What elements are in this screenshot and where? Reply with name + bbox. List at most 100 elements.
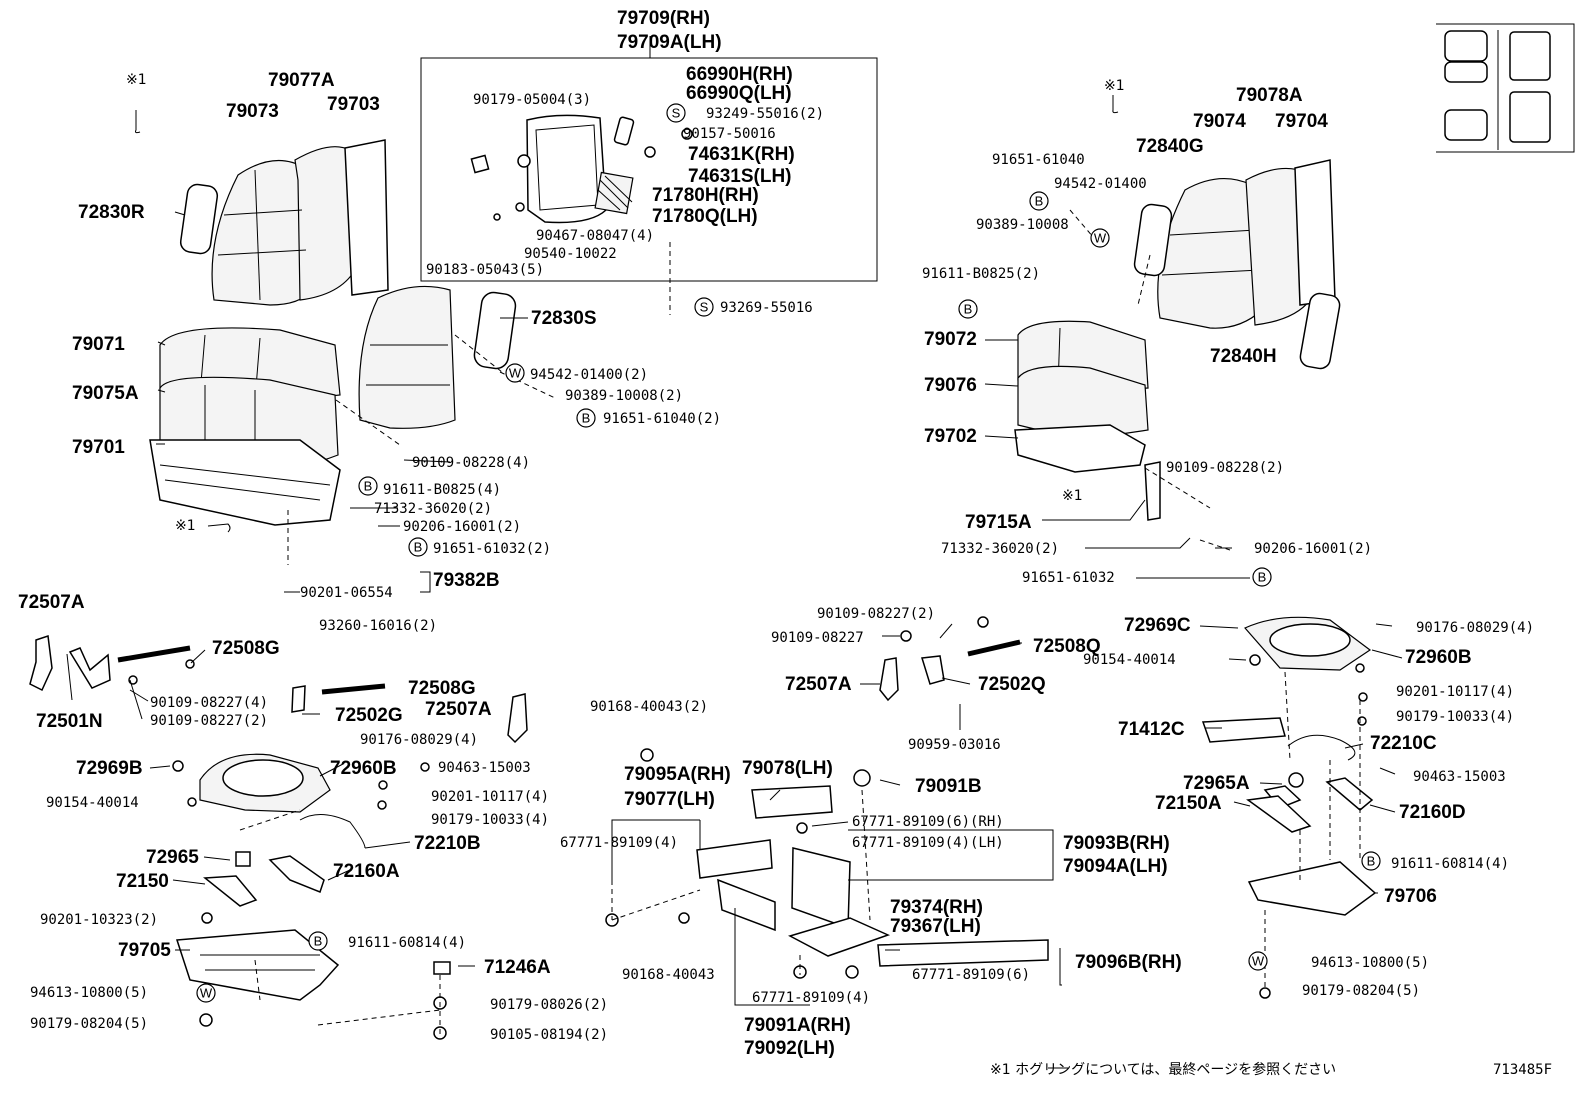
right-seat-cushion-drawing bbox=[1014, 320, 1161, 521]
svg-text:B: B bbox=[1258, 570, 1267, 585]
part-number-label: 90157-50016 bbox=[683, 126, 776, 142]
part-number-label: 79382B bbox=[433, 570, 500, 591]
part-number-label: 90201-10323(2) bbox=[40, 912, 158, 928]
part-number-label: 72501N bbox=[36, 711, 103, 732]
part-number-label: 74631K(RH) bbox=[688, 144, 795, 165]
part-number-label: 72150 bbox=[116, 871, 169, 892]
part-number-label: 72508G bbox=[212, 638, 280, 659]
part-number-label: 67771-89109(4)(LH) bbox=[852, 835, 1004, 851]
part-number-label: 90206-16001(2) bbox=[1254, 541, 1372, 557]
svg-text:W: W bbox=[509, 366, 522, 381]
part-number-label: 90154-40014 bbox=[1083, 652, 1176, 668]
part-number-label: 72965A bbox=[1183, 773, 1250, 794]
hog-ring-marker: ※1 bbox=[126, 72, 147, 88]
part-number-label: 79093B(RH) bbox=[1063, 833, 1170, 854]
part-number-label: 90168-40043 bbox=[622, 967, 715, 983]
part-number-label: 90463-15003 bbox=[438, 760, 531, 776]
part-number-label: 94613-10800(5) bbox=[1311, 955, 1429, 971]
circled-symbol: B bbox=[1252, 567, 1272, 587]
part-number-label: 67771-89109(6) bbox=[912, 967, 1030, 983]
part-number-label: 79072 bbox=[924, 329, 977, 350]
part-number-label: 93269-55016 bbox=[720, 300, 813, 316]
part-number-label: 72960B bbox=[330, 758, 397, 779]
door-pocket-drawing bbox=[470, 114, 693, 224]
vehicle-seat-layout-icon bbox=[1436, 23, 1575, 153]
circled-symbol: B bbox=[308, 931, 328, 951]
part-number-label: 79096B(RH) bbox=[1075, 952, 1182, 973]
part-number-label: 72507A bbox=[18, 592, 85, 613]
part-number-label: 79074 bbox=[1193, 111, 1246, 132]
part-number-label: 90179-10033(4) bbox=[431, 812, 549, 828]
part-number-label: 72160D bbox=[1399, 802, 1466, 823]
svg-text:S: S bbox=[700, 300, 709, 315]
part-number-label: 79077(LH) bbox=[624, 789, 715, 810]
part-number-label: 90105-08194(2) bbox=[490, 1027, 608, 1043]
part-number-label: 72508G bbox=[408, 678, 476, 699]
part-number-label: 79367(LH) bbox=[890, 916, 981, 937]
part-number-label: 79075A bbox=[72, 383, 139, 404]
part-number-label: 90201-06554 bbox=[300, 585, 393, 601]
part-number-label: 91651-61032(2) bbox=[433, 541, 551, 557]
part-number-label: 79077A bbox=[268, 70, 335, 91]
hog-ring-marker: ※1 bbox=[1062, 488, 1083, 504]
part-number-label: 72502G bbox=[335, 705, 403, 726]
part-number-label: 72840H bbox=[1210, 346, 1277, 367]
part-number-label: 94542-01400(2) bbox=[530, 367, 648, 383]
part-number-label: 72507A bbox=[785, 674, 852, 695]
part-number-label: 79703 bbox=[327, 94, 380, 115]
part-number-label: 91611-60814(4) bbox=[1391, 856, 1509, 872]
part-number-label: 71332-36020(2) bbox=[941, 541, 1059, 557]
left-seat-backrest-rear-drawing bbox=[358, 285, 517, 429]
part-number-label: 90168-40043(2) bbox=[590, 699, 708, 715]
part-number-label: 90109-08227(2) bbox=[817, 606, 935, 622]
part-number-label: 72969B bbox=[76, 758, 143, 779]
part-number-label: 79071 bbox=[72, 334, 125, 355]
hog-ring-marker: ※1 bbox=[175, 518, 196, 534]
part-number-label: 79076 bbox=[924, 375, 977, 396]
circled-symbol: B bbox=[958, 299, 978, 319]
part-number-label: 90179-08204(5) bbox=[1302, 983, 1420, 999]
part-number-label: 79374(RH) bbox=[890, 897, 983, 918]
diagram-id-code: 713485F bbox=[1493, 1062, 1552, 1078]
part-number-label: 91651-61032 bbox=[1022, 570, 1115, 586]
circled-symbol: W bbox=[505, 363, 525, 383]
part-number-label: 90540-10022 bbox=[524, 246, 617, 262]
part-number-label: 79706 bbox=[1384, 886, 1437, 907]
part-number-label: 90176-08029(4) bbox=[1416, 620, 1534, 636]
part-number-label: 72969C bbox=[1124, 615, 1191, 636]
part-number-label: 66990Q(LH) bbox=[686, 83, 792, 104]
part-number-label: 90183-05043(5) bbox=[426, 262, 544, 278]
part-number-label: 90109-08228(2) bbox=[1166, 460, 1284, 476]
part-number-label: 72840G bbox=[1136, 136, 1204, 157]
part-number-label: 66990H(RH) bbox=[686, 64, 793, 85]
part-number-label: 72210B bbox=[414, 833, 481, 854]
part-number-label: 90109-08228(4) bbox=[412, 455, 530, 471]
part-number-label: 79715A bbox=[965, 512, 1032, 533]
part-number-label: 71246A bbox=[484, 957, 551, 978]
part-number-label: 90154-40014 bbox=[46, 795, 139, 811]
part-number-label: 72960B bbox=[1405, 647, 1472, 668]
leader-lines bbox=[66, 211, 1403, 1069]
svg-text:W: W bbox=[200, 986, 213, 1001]
svg-text:B: B bbox=[414, 540, 423, 555]
left-recliner-parts-drawing bbox=[29, 634, 528, 1040]
hog-ring-marker: ※1 bbox=[1104, 78, 1125, 94]
svg-text:W: W bbox=[1252, 954, 1265, 969]
part-number-label: 90959-03016 bbox=[908, 737, 1001, 753]
circled-symbol: W bbox=[196, 983, 216, 1003]
part-number-label: 79701 bbox=[72, 437, 125, 458]
dashed-assembly-lines bbox=[239, 209, 1361, 1035]
part-number-label: 79078A bbox=[1236, 85, 1303, 106]
part-number-label: 90109-08227(2) bbox=[150, 713, 268, 729]
part-number-label: 91651-61040 bbox=[992, 152, 1085, 168]
svg-text:W: W bbox=[1094, 231, 1107, 246]
part-number-label: 72160A bbox=[333, 861, 400, 882]
left-seat-cushion-drawing bbox=[149, 327, 341, 526]
part-number-label: 72830R bbox=[78, 202, 145, 223]
svg-text:B: B bbox=[582, 411, 591, 426]
circled-symbol: B bbox=[576, 408, 596, 428]
inset-box bbox=[420, 57, 878, 282]
part-number-label: 90201-10117(4) bbox=[431, 789, 549, 805]
part-number-label: 93260-16016(2) bbox=[319, 618, 437, 634]
